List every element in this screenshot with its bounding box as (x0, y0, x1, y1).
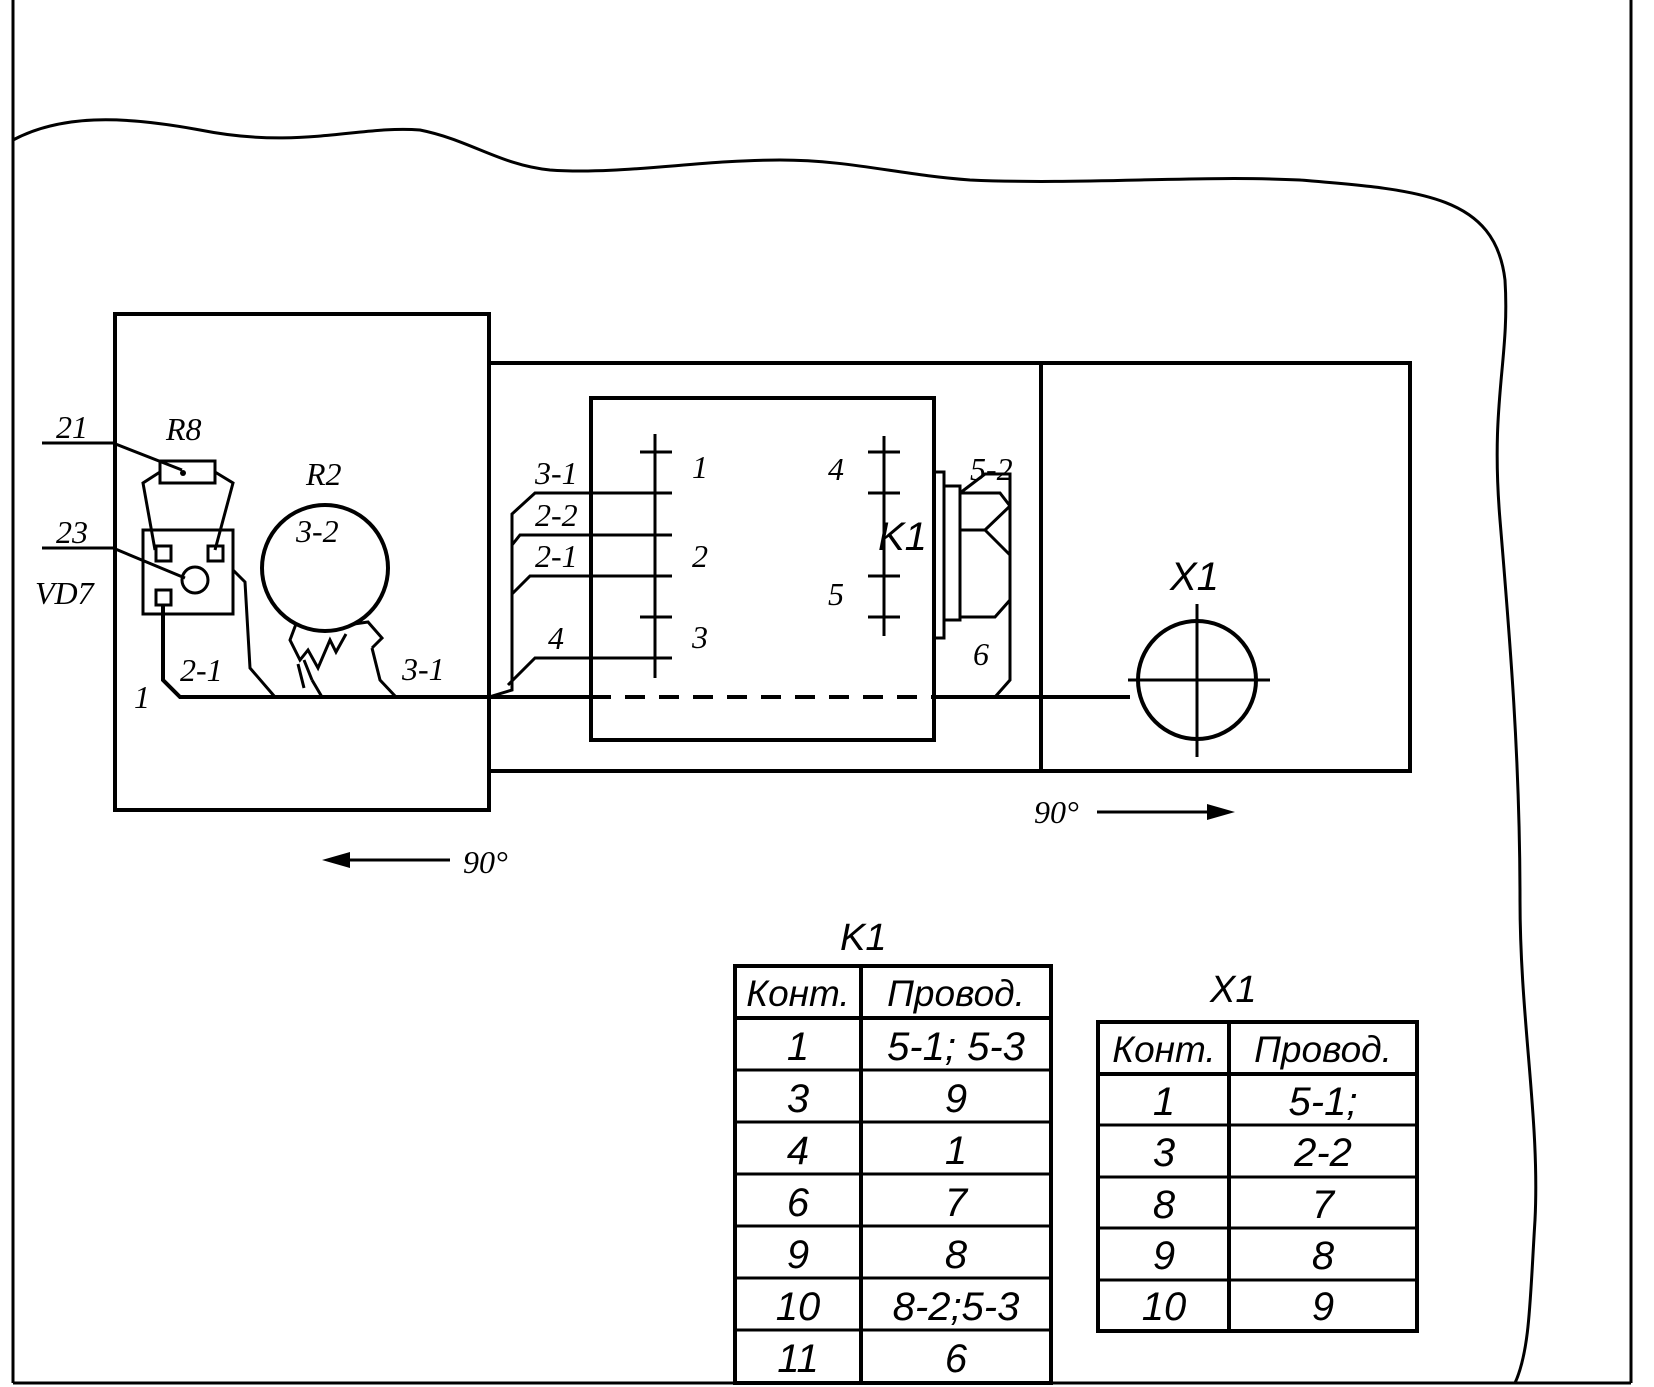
label-wire-4: 4 (548, 620, 564, 656)
k1-cell-contact: 6 (787, 1181, 810, 1225)
label-x1: X1 (1169, 555, 1219, 599)
x1-cell-contact: 8 (1153, 1183, 1176, 1227)
x1-cell-contact: 10 (1142, 1285, 1187, 1329)
label-pin-1: 1 (692, 449, 708, 485)
label-wire-2-1: 2-1 (535, 538, 578, 574)
k1-header-contact: Конт. (746, 973, 849, 1014)
x1-table-title: X1 (1209, 969, 1256, 1011)
left-panel: 21 R8 23 VD7 R2 3-2 (35, 312, 491, 812)
label-rotation-left: 90° (463, 844, 508, 880)
label-wire-2-2: 2-2 (535, 497, 578, 533)
diode-vd7 (141, 528, 235, 616)
label-r2: R2 (305, 456, 342, 492)
k1-cell-wire: 6 (945, 1337, 968, 1381)
label-r2-wire: 3-2 (295, 513, 339, 549)
label-wire-1: 1 (134, 679, 150, 715)
k1-cell-contact: 11 (777, 1337, 819, 1381)
label-position-23: 23 (56, 514, 88, 550)
relay-connector-strip (932, 470, 1012, 698)
k1-table: K1 Конт. Провод. 1 5-1; 5-3 3 9 4 1 6 7 … (733, 917, 1053, 1385)
x1-cell-wire: 5-1; (1289, 1080, 1358, 1124)
x1-cell-wire: 2-2 (1293, 1131, 1352, 1175)
x1-table: X1 Конт. Провод. 1 5-1; 3 2-2 8 7 9 8 10… (1096, 969, 1419, 1333)
label-k1: K1 (878, 515, 927, 559)
k1-cell-wire: 1 (945, 1129, 967, 1173)
x1-cell-wire: 7 (1312, 1183, 1336, 1227)
relay-panel: 3-1 2-2 2-1 4 1 2 3 4 5 K1 5-2 6 X1 (488, 361, 1412, 773)
connector-x1 (1128, 604, 1270, 757)
label-wire-3-1-left: 3-1 (401, 651, 445, 687)
label-wire-5-2: 5-2 (970, 451, 1013, 487)
k1-cell-contact: 1 (787, 1025, 809, 1069)
rotation-arrow-right: 90° (1034, 794, 1235, 830)
label-pin-5: 5 (828, 576, 844, 612)
label-pin-4: 4 (828, 451, 844, 487)
relay-right-pins (868, 436, 900, 636)
x1-cell-contact: 1 (1153, 1080, 1175, 1124)
k1-cell-contact: 3 (787, 1077, 809, 1121)
k1-cell-wire: 5-1; 5-3 (887, 1025, 1025, 1069)
label-r8: R8 (165, 411, 202, 447)
x1-header-contact: Конт. (1112, 1029, 1215, 1070)
label-rotation-right: 90° (1034, 794, 1079, 830)
k1-cell-contact: 4 (787, 1129, 809, 1173)
label-wire-2-1-left: 2-1 (180, 652, 223, 688)
label-pin-2: 2 (692, 538, 708, 574)
k1-cell-wire: 9 (945, 1077, 967, 1121)
k1-cell-contact: 9 (787, 1233, 809, 1277)
potentiometer-r2 (260, 503, 390, 689)
k1-table-title: K1 (840, 917, 886, 959)
x1-header-wire: Провод. (1254, 1029, 1392, 1070)
label-pin-3: 3 (691, 619, 708, 655)
label-wire-3-1: 3-1 (534, 455, 578, 491)
x1-cell-contact: 9 (1153, 1234, 1175, 1278)
label-wire-6: 6 (973, 636, 989, 672)
k1-cell-contact: 10 (776, 1285, 821, 1329)
break-line (12, 118, 1538, 1384)
label-vd7: VD7 (35, 575, 96, 611)
k1-cell-wire: 7 (945, 1181, 969, 1225)
label-position-21: 21 (56, 409, 88, 445)
k1-cell-wire: 8 (945, 1233, 968, 1277)
x1-cell-contact: 3 (1153, 1131, 1175, 1175)
rotation-arrow-left: 90° (322, 844, 508, 880)
resistor-r8 (141, 459, 235, 551)
relay-left-pins (640, 434, 672, 678)
x1-cell-wire: 9 (1312, 1285, 1334, 1329)
k1-header-wire: Провод. (887, 973, 1025, 1014)
k1-cell-wire: 8-2;5-3 (893, 1285, 1020, 1329)
x1-cell-wire: 8 (1312, 1234, 1335, 1278)
